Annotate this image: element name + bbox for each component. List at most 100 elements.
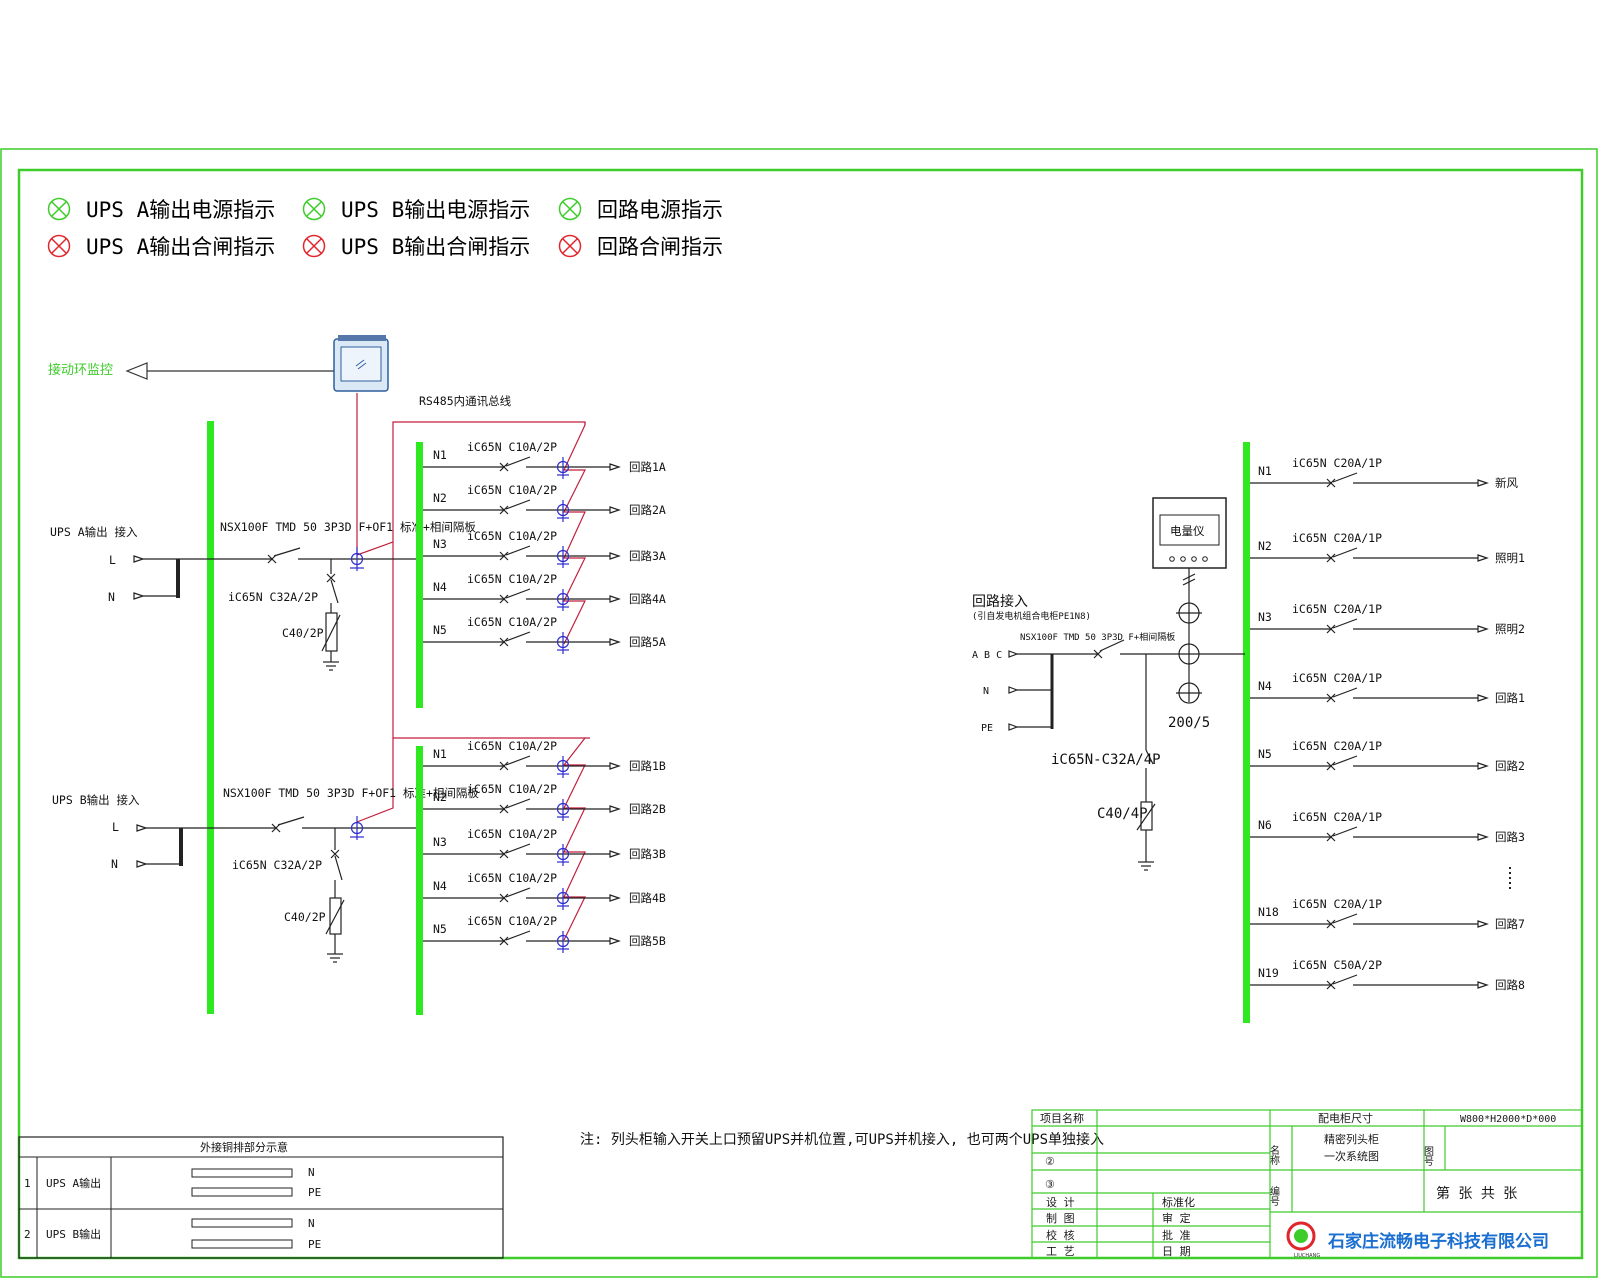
ups-a-main-bus xyxy=(207,421,214,1014)
branch-breaker: iC65N C20A/1P xyxy=(1292,671,1382,685)
role-left-4: 工 艺 xyxy=(1046,1245,1075,1258)
loop-title: 回路接入 xyxy=(972,593,1028,610)
branch-id: N6 xyxy=(1258,818,1272,832)
ct-icon xyxy=(556,457,570,479)
rs485-label: RS485内通讯总线 xyxy=(419,394,512,408)
name-label: 名称 xyxy=(1268,1144,1280,1166)
branch-breaker: iC65N C50A/2P xyxy=(1292,958,1382,972)
title-block xyxy=(1031,1109,1583,1259)
copper-row-2-bar-1: N xyxy=(308,1217,315,1230)
sheet-label: 第 张 共 张 xyxy=(1436,1185,1517,1202)
branch-output: 回路2A xyxy=(629,503,666,517)
legend-item-5: UPS B输出合闸指示 xyxy=(302,234,530,259)
branch-breaker: iC65N C20A/1P xyxy=(1292,531,1382,545)
ct-icon xyxy=(556,546,570,568)
red-indicator-icon xyxy=(47,234,71,258)
branch-output: 回路5B xyxy=(629,934,666,948)
inner-frame xyxy=(17,168,1584,1260)
loop-spd-breaker: iC65N-C32A/4P xyxy=(1051,752,1161,768)
ups-a-phase-l: L xyxy=(109,553,116,567)
branch-output: 回路5A xyxy=(629,635,666,649)
meter-label: 电量仪 xyxy=(1170,524,1205,538)
branch-id: N4 xyxy=(433,879,447,893)
copper-row-1-bar-2: PE xyxy=(308,1186,321,1199)
green-indicator-icon xyxy=(302,197,326,221)
branch-breaker: iC65N C20A/1P xyxy=(1292,456,1382,470)
green-indicator-icon xyxy=(558,197,582,221)
branch-row: N6 iC65N C20A/1P 回路3 xyxy=(1250,810,1525,844)
branch-output: 回路2B xyxy=(629,802,666,816)
drawing-no-label: 图号 xyxy=(1422,1146,1434,1167)
branch-id: N5 xyxy=(433,922,447,936)
breaker-switch-icon xyxy=(423,843,621,859)
note-text: 注: 列头柜输入开关上口预留UPS并机位置,可UPS并机接入, 也可两个UPS单… xyxy=(580,1131,1104,1148)
branch-id: N18 xyxy=(1258,905,1279,919)
name-value-1: 精密列头柜 xyxy=(1324,1132,1379,1146)
loop-branch-bus xyxy=(1243,442,1250,1023)
legend-item-1: UPS A输出电源指示 xyxy=(47,197,275,222)
breaker-switch-icon xyxy=(423,456,621,472)
branch-output: 回路3 xyxy=(1495,830,1525,844)
legend-item-2: UPS B输出电源指示 xyxy=(302,197,530,222)
ct-icon xyxy=(556,500,570,522)
ups-a-spd: C40/2P xyxy=(282,626,324,640)
legend-label-2: UPS B输出电源指示 xyxy=(341,198,530,222)
code-label: 编号 xyxy=(1268,1185,1280,1207)
copper-row-1-name: UPS A输出 xyxy=(46,1176,101,1190)
branch-breaker: iC65N C10A/2P xyxy=(467,871,557,885)
legend-item-4: UPS A输出合闸指示 xyxy=(47,234,275,259)
breaker-switch-icon xyxy=(423,798,621,814)
branch-id: N19 xyxy=(1258,966,1279,980)
ellipsis-dots-icon xyxy=(1509,867,1511,889)
company-name: 石家庄流畅电子科技有限公司 xyxy=(1327,1231,1549,1252)
ups-b-branch-bus xyxy=(416,746,423,1015)
project-label: 项目名称 xyxy=(1040,1111,1084,1125)
ct-icon xyxy=(556,589,570,611)
breaker-switch-icon xyxy=(1250,974,1489,990)
outer-frame xyxy=(0,148,1598,1278)
legend: UPS A输出电源指示 UPS B输出电源指示 回路电源指示 UPS A输出合闸… xyxy=(47,197,723,259)
branch-output: 回路3A xyxy=(629,549,666,563)
branch-breaker: iC65N C20A/1P xyxy=(1292,810,1382,824)
green-indicator-icon xyxy=(47,197,71,221)
name-value-2: 一次系统图 xyxy=(1324,1149,1379,1163)
loop-phase-n: N xyxy=(983,686,989,697)
breaker-switch-icon xyxy=(423,499,621,515)
branch-breaker: iC65N C10A/2P xyxy=(467,572,557,586)
legend-label-6: 回路合闸指示 xyxy=(597,235,723,259)
branch-breaker: iC65N C10A/2P xyxy=(467,739,557,753)
role-left-2: 制 图 xyxy=(1046,1212,1075,1225)
company-logo-icon: LIUCHANG xyxy=(1286,1221,1320,1259)
branch-breaker: iC65N C10A/2P xyxy=(467,615,557,629)
loop-phases: A B C xyxy=(972,650,1002,661)
ups-a-phase-n: N xyxy=(108,590,115,604)
branch-id: N3 xyxy=(433,835,447,849)
rs485-wiring xyxy=(356,393,590,941)
breaker-switch-icon xyxy=(1093,639,1245,659)
ct-icon xyxy=(556,756,570,778)
branch-breaker: iC65N C10A/2P xyxy=(467,914,557,928)
branch-id: N1 xyxy=(433,747,447,761)
copper-row-1-bar-1: N xyxy=(308,1166,315,1179)
ct-icon xyxy=(556,632,570,654)
branch-output: 回路1 xyxy=(1495,691,1525,705)
loop-subtitle: (引自发电机组合电柜PE1N8) xyxy=(972,610,1091,622)
legend-label-5: UPS B输出合闸指示 xyxy=(341,235,530,259)
copper-row-2-no: 2 xyxy=(24,1228,31,1241)
loop-main-breaker: NSX100F TMD 50 3P3D F+相间隔板 xyxy=(1020,631,1175,643)
